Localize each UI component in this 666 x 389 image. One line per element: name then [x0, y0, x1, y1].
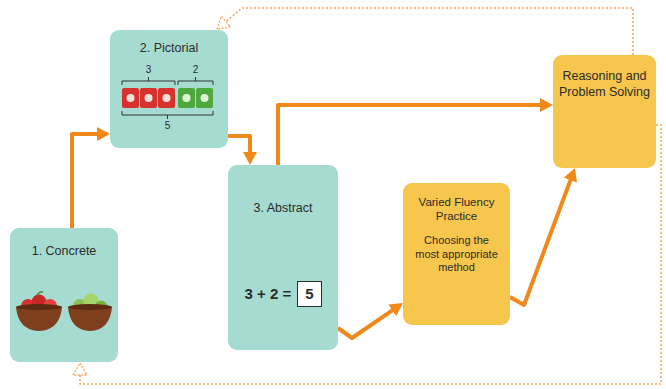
bar-value: 5: [165, 120, 171, 132]
box-heading: Reasoning and Problem Solving: [553, 69, 656, 100]
flow-arrow: [338, 310, 393, 338]
apple: [95, 301, 108, 314]
text-row: Varied Fluency Practice: [403, 195, 510, 224]
apple-icons: [183, 94, 209, 102]
apple-stalk: [37, 292, 43, 295]
apple: [21, 299, 35, 313]
pictorial-box: 2. Pictorial 3 2 5: [110, 30, 228, 148]
text-row: 3 + 2 = 5: [228, 281, 338, 308]
text-row: 2. Pictorial: [110, 41, 228, 57]
flow-arrow: [278, 105, 541, 165]
box-heading: 2. Pictorial: [140, 41, 198, 57]
text-row: 3. Abstract: [228, 201, 338, 217]
concrete-box: 1. Concrete: [10, 228, 118, 362]
text-row: Choosing the most appropriate method: [403, 234, 510, 275]
apple: [73, 299, 87, 313]
bowl: [16, 307, 62, 331]
box-text: 5: [297, 281, 321, 308]
apple: [32, 295, 47, 310]
reasoning-box: Reasoning and Problem Solving: [553, 55, 656, 168]
bar-value: 3: [146, 64, 152, 76]
flow-arrow: [228, 136, 250, 153]
flow-arrow: [510, 179, 571, 305]
bar-value: 2: [193, 64, 199, 76]
text-row: 1. Concrete: [10, 244, 118, 260]
bowl-rim: [68, 304, 112, 310]
bowl: [68, 307, 112, 331]
green-bar: [178, 88, 213, 108]
box-heading: 3. Abstract: [253, 201, 312, 217]
box-text: Choosing the most appropriate method: [403, 234, 510, 275]
feedback-arrow: [226, 8, 633, 55]
box-text: 3 + 2 =: [244, 285, 291, 304]
brackets: [122, 77, 213, 119]
flow-arrow: [72, 134, 98, 228]
apple-icons: [127, 94, 171, 102]
box-heading: Varied Fluency Practice: [403, 195, 510, 224]
red-bar: [122, 88, 175, 108]
apple: [84, 294, 99, 309]
apple: [43, 299, 57, 313]
text-row: Reasoning and Problem Solving: [553, 69, 656, 100]
fluency-box: Varied Fluency PracticeChoosing the most…: [403, 183, 510, 325]
abstract-box: 3. Abstract 3 + 2 = 5: [228, 165, 338, 350]
box-heading: 1. Concrete: [32, 244, 97, 260]
bowl-rim: [16, 304, 62, 310]
